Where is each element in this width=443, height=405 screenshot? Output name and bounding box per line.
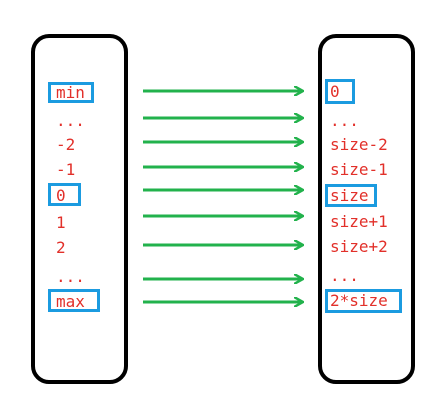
right-item-ellipsis-top: ... bbox=[330, 111, 359, 130]
left-item-ellipsis-bottom: ... bbox=[56, 267, 85, 286]
left-item-ellipsis-top: ... bbox=[56, 111, 85, 130]
left-column-box bbox=[31, 34, 128, 384]
left-item-min: min bbox=[56, 83, 85, 102]
right-item-ellipsis-bottom: ... bbox=[330, 266, 359, 285]
right-highlight-zero bbox=[325, 79, 355, 104]
left-item-max: max bbox=[56, 292, 85, 311]
right-item-zero: 0 bbox=[330, 82, 340, 101]
left-item-one: 1 bbox=[56, 213, 66, 232]
left-item-zero: 0 bbox=[56, 186, 66, 205]
left-item-neg1: -1 bbox=[56, 160, 76, 179]
right-highlight-size bbox=[325, 184, 377, 207]
left-highlight-min bbox=[48, 82, 94, 103]
right-item-size-minus-2: size-2 bbox=[330, 135, 388, 154]
right-item-size-minus-1: size-1 bbox=[330, 160, 388, 179]
right-column-box bbox=[318, 34, 415, 384]
left-highlight-max bbox=[48, 289, 100, 312]
right-highlight-2-times-size bbox=[325, 289, 402, 313]
right-item-2-times-size: 2*size bbox=[330, 291, 388, 310]
left-item-two: 2 bbox=[56, 238, 66, 257]
right-item-size-plus-1: size+1 bbox=[330, 212, 388, 231]
left-highlight-zero bbox=[48, 183, 81, 206]
right-arrow-icon-group bbox=[143, 91, 302, 302]
left-item-neg2: -2 bbox=[56, 135, 76, 154]
right-item-size: size bbox=[330, 186, 369, 205]
right-item-size-plus-2: size+2 bbox=[330, 237, 388, 256]
